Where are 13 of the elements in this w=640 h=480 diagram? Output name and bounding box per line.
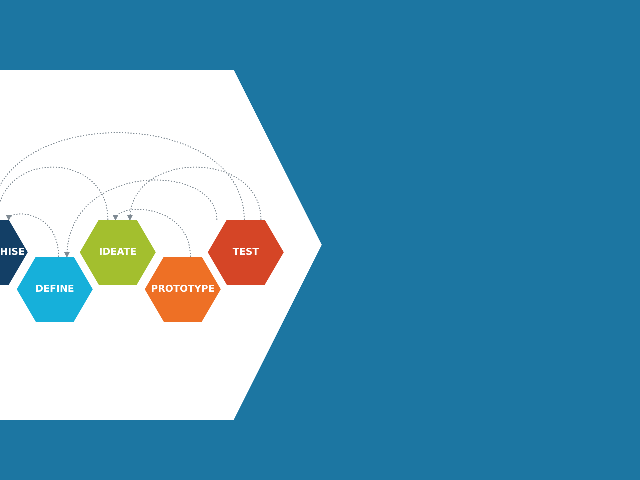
hexagon-step (145, 257, 221, 322)
dotted-arc-arrow (8, 214, 60, 258)
hexagon-step (80, 220, 156, 285)
dotted-arc-arrow (128, 166, 262, 221)
step-label: HISE (0, 247, 25, 258)
hexagon-step (17, 257, 93, 322)
dotted-arc-arrow (64, 180, 218, 258)
step-label: PROTOTYPE (151, 284, 215, 295)
step-label: TEST (232, 247, 260, 258)
dotted-arc-arrow (114, 209, 192, 258)
step-label: IDEATE (99, 247, 137, 258)
hexagon-step (208, 220, 284, 285)
step-label: DEFINE (36, 284, 74, 295)
